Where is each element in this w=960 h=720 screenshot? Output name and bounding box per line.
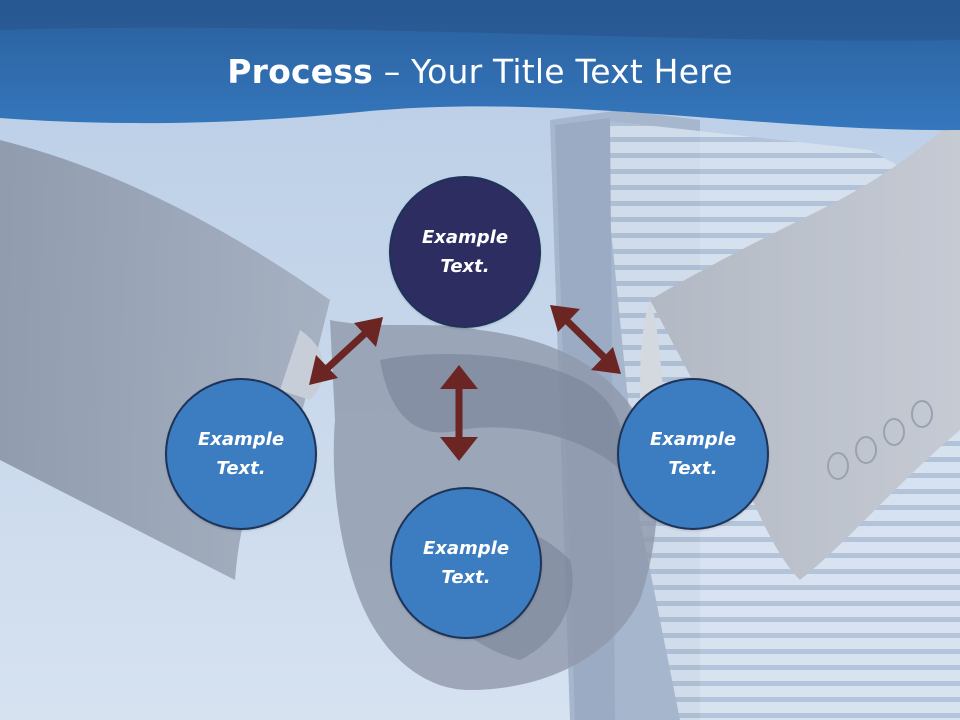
circle-top-text: Example Text. (421, 227, 509, 277)
title-text-part: – Your Title Text Here (373, 52, 733, 91)
process-circle-right: Example Text. (617, 378, 769, 530)
circle-right-text: Example Text. (649, 429, 737, 479)
circle-left-text: Example Text. (197, 429, 285, 479)
title-bold-part: Process (227, 52, 374, 91)
process-circle-top: Example Text. (389, 176, 541, 328)
process-circle-left: Example Text. (165, 378, 317, 530)
process-circle-bottom: Example Text. (390, 487, 542, 639)
circle-bottom-text: Example Text. (422, 538, 510, 588)
slide-title: Process – Your Title Text Here (0, 52, 960, 91)
